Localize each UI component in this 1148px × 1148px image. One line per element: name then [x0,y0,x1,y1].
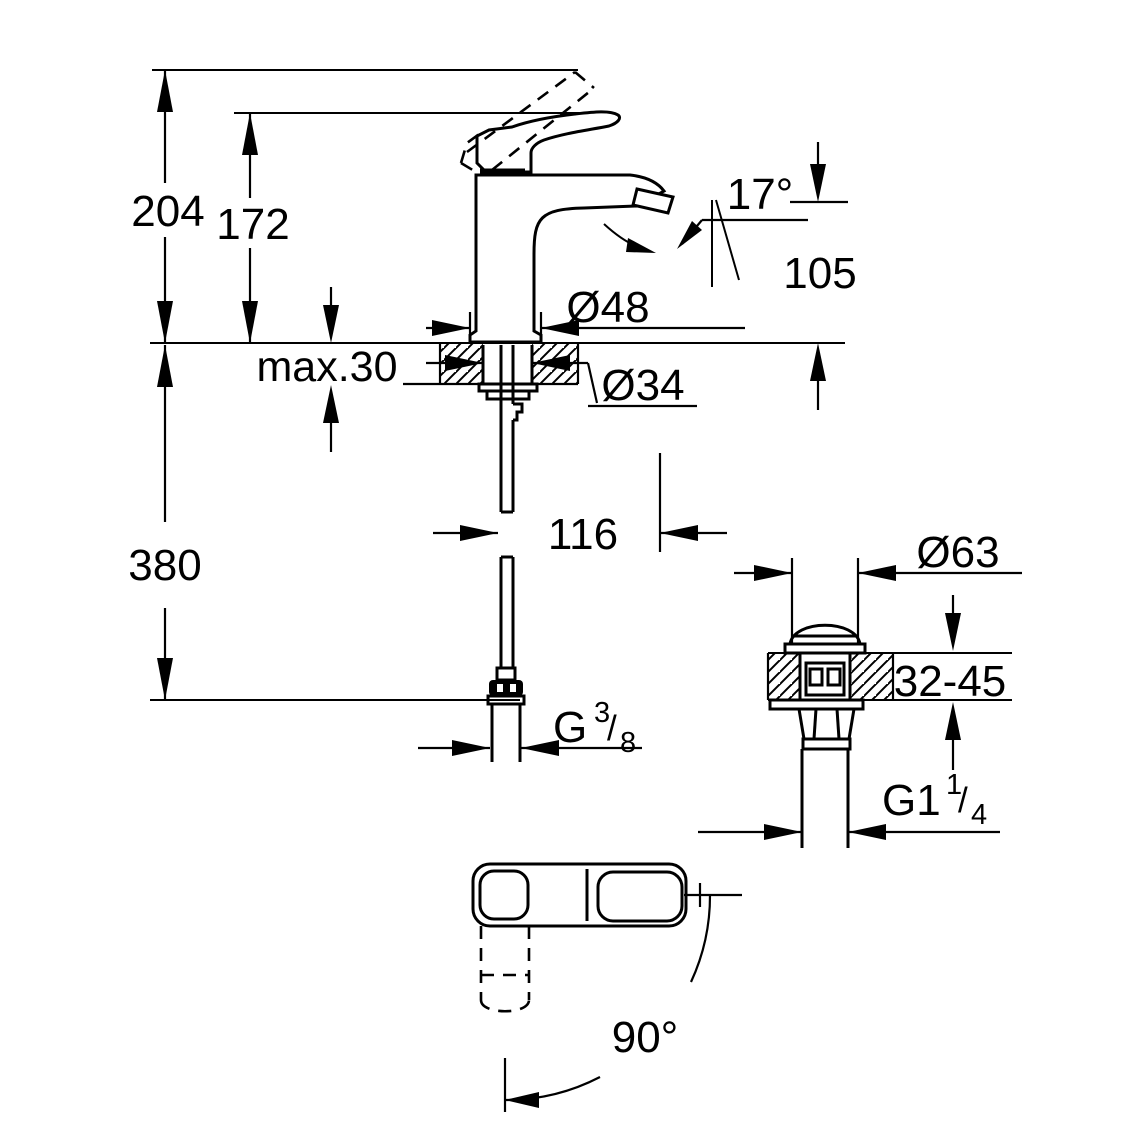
dimension-d34: Ø34 [426,355,697,410]
dim-90deg-label: 90° [612,1013,679,1062]
shank-steps [513,402,524,422]
aerator [631,187,675,215]
handle-plan-grip-end [478,869,530,921]
supply-hose [486,555,526,762]
dim-32-45-label: 32-45 [894,657,1007,706]
dim-g38-label: G 3 / 8 [553,697,636,759]
hose-nut [489,680,523,696]
drain-cap [783,623,867,655]
dim-172-label: 172 [216,200,289,249]
dim-max30-label: max.30 [256,343,397,391]
dim-g114-label: G1 1 / 4 [882,769,987,831]
dimension-g38: G 3 / 8 [418,697,642,759]
dimension-380: 380 [128,345,202,700]
lever-handle-raised-dashed [459,70,595,174]
dimension-32-45: 32-45 [894,595,1007,770]
handle-plan-dashed-position [479,926,531,1013]
dimension-172: 172 [216,113,290,343]
dimension-d63: Ø63 [734,528,1022,645]
dimension-17deg: 17° [677,170,808,249]
spout-plan-outline [596,870,684,923]
top-view: 90° [471,862,742,1112]
front-view: 204 172 max.30 380 [128,69,857,762]
dimension-105: 105 [783,142,857,410]
dimension-g114: G1 1 / 4 [698,769,1000,840]
drain-tail [768,698,865,848]
stream-lines [603,199,740,287]
dimension-116: 116 [433,453,727,559]
drain-body [798,653,852,700]
dim-d34-label: Ø34 [601,361,684,410]
faucet-body [468,173,667,344]
dim-380-label: 380 [128,541,201,590]
dimension-max30: max.30 [256,287,398,452]
dimension-90deg: 90° [503,883,742,1112]
dimension-d48: Ø48 [426,283,745,340]
dim-17deg-label: 17° [727,170,794,219]
dimension-204: 204 [131,70,205,343]
mounting-shank [477,345,539,514]
dim-105-label: 105 [783,249,856,298]
dim-204-label: 204 [131,187,204,236]
lever-handle [475,110,622,174]
dim-d63-label: Ø63 [916,528,999,577]
dim-d48-label: Ø48 [566,283,649,332]
drain-view: Ø63 32-45 G1 1 / 4 [698,528,1022,848]
dim-116-label: 116 [548,510,618,559]
